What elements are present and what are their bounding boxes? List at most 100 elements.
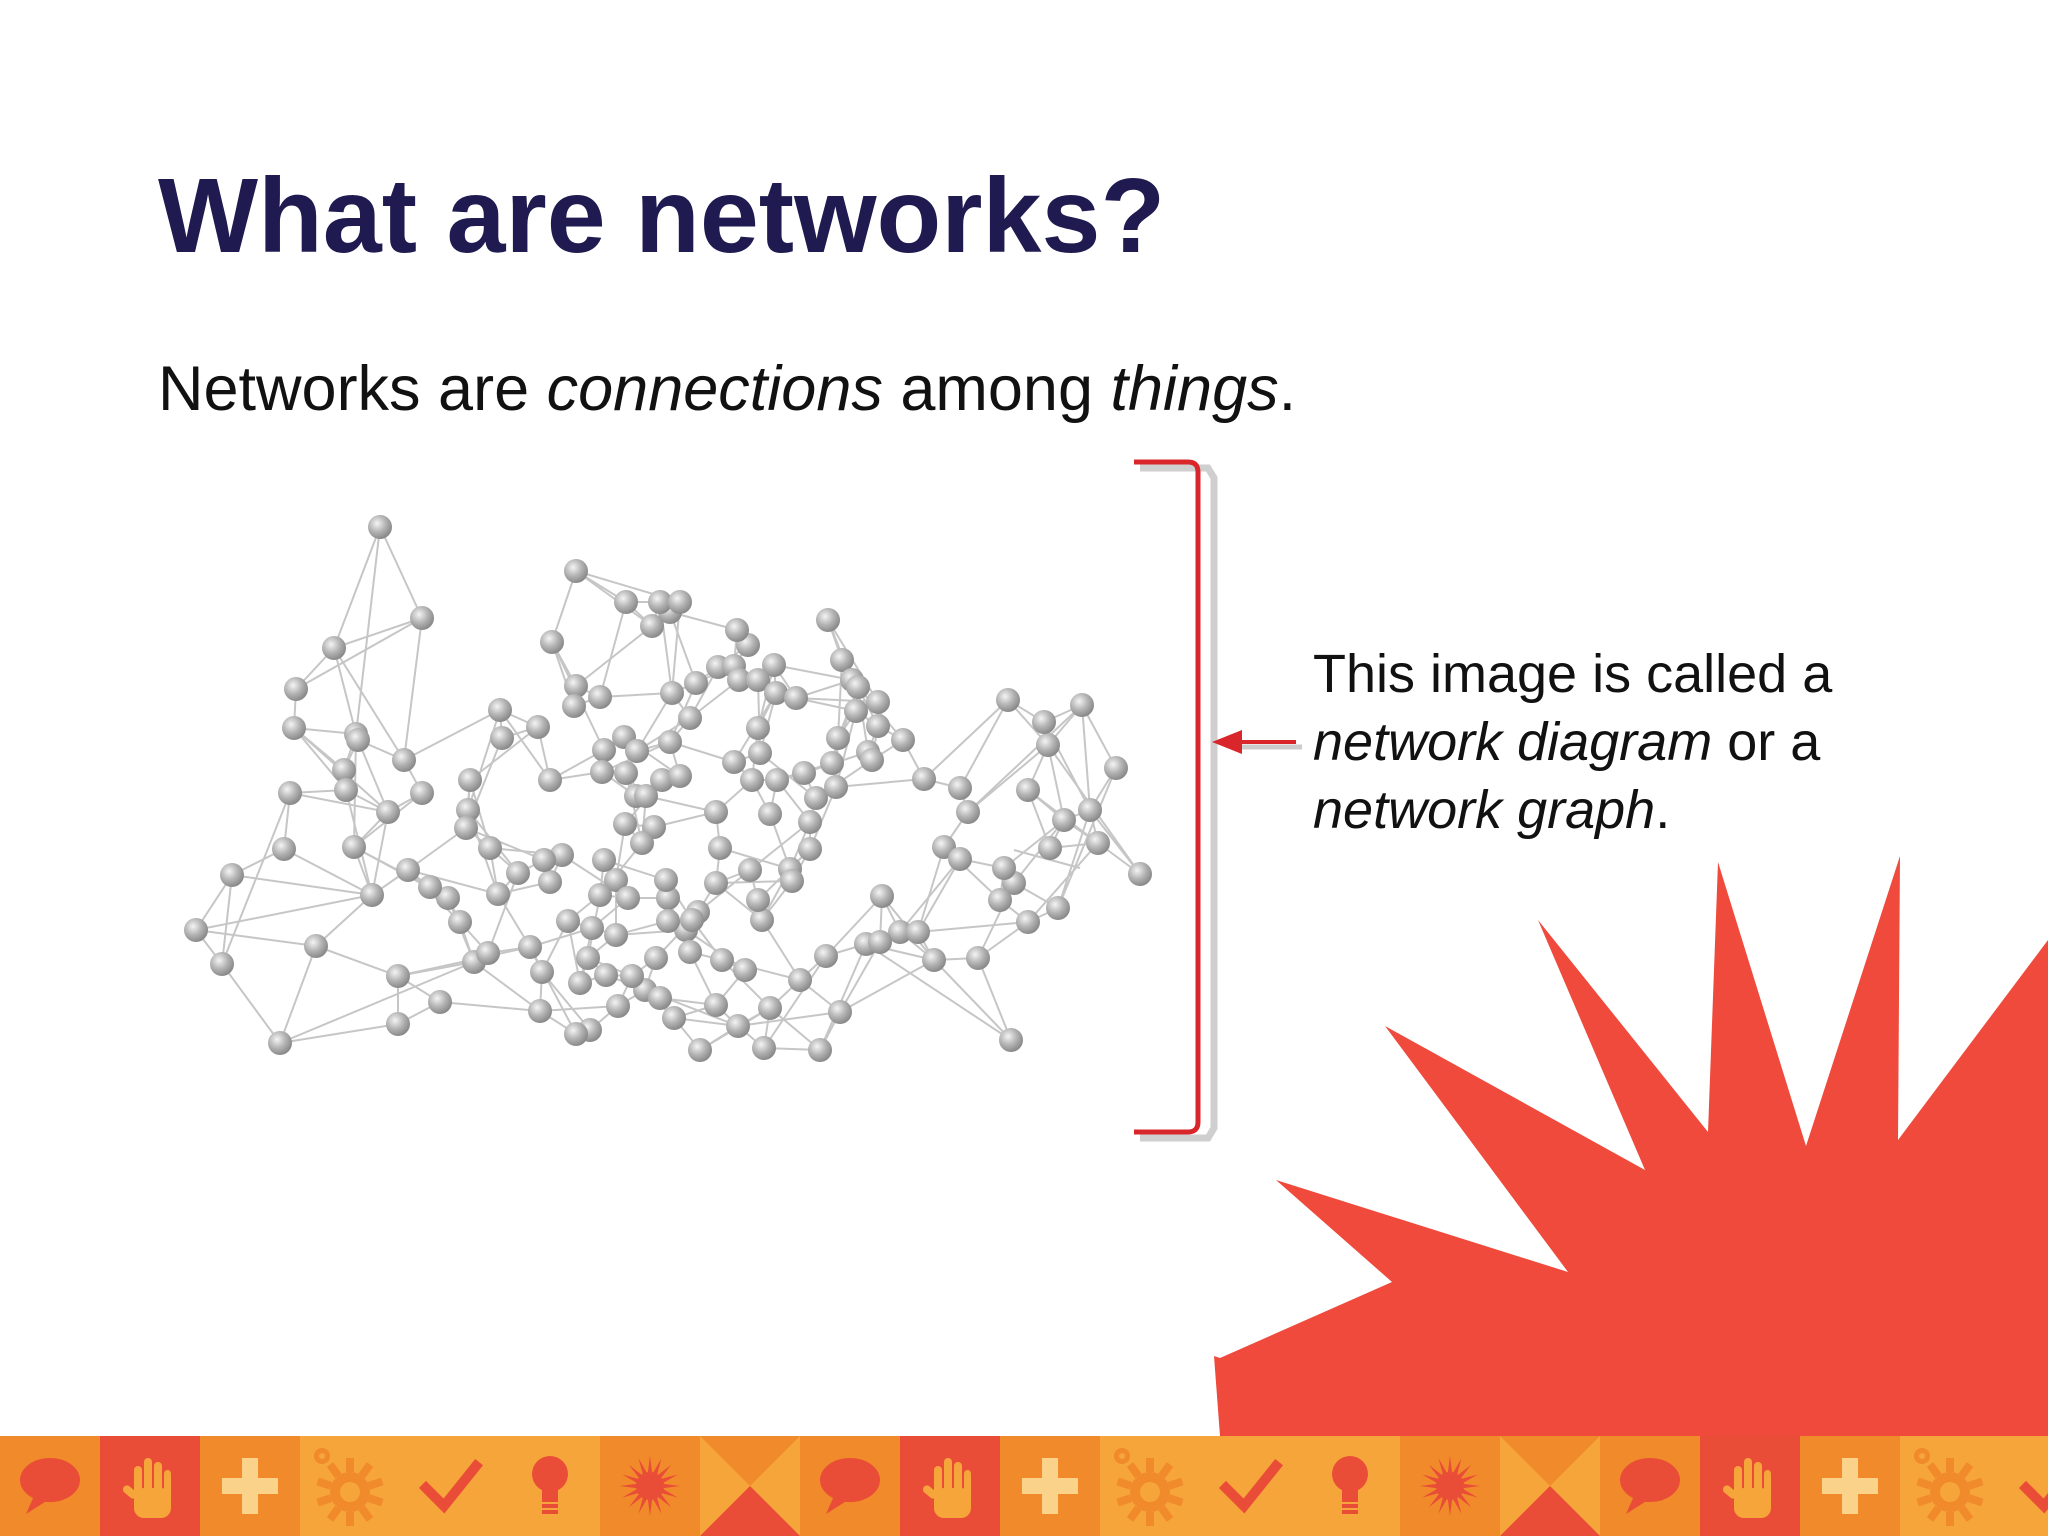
network-node xyxy=(830,648,854,672)
network-edge xyxy=(499,709,551,781)
network-edge xyxy=(835,778,925,788)
network-edge xyxy=(835,710,857,788)
network-node xyxy=(750,908,774,932)
network-node xyxy=(948,847,972,871)
decorative-icon-strip xyxy=(0,1436,2048,1536)
network-node xyxy=(526,715,550,739)
network-edge xyxy=(279,961,475,1044)
network-edge xyxy=(1081,704,1091,811)
network-node xyxy=(1036,733,1060,757)
network-edge xyxy=(933,959,1012,1041)
network-node xyxy=(912,767,936,791)
network-node xyxy=(684,671,708,695)
network-node xyxy=(210,952,234,976)
bracket xyxy=(1134,459,1201,1135)
network-node xyxy=(410,606,434,630)
network-node xyxy=(1046,896,1070,920)
bowtie-icon xyxy=(1500,1436,1600,1536)
network-node xyxy=(906,920,930,944)
network-node xyxy=(808,1038,832,1062)
network-node xyxy=(1070,693,1094,717)
network-node xyxy=(614,590,638,614)
network-node xyxy=(592,738,616,762)
network-node xyxy=(1016,910,1040,934)
network-edge xyxy=(977,957,1012,1041)
network-node xyxy=(804,786,828,810)
network-node xyxy=(346,728,370,752)
network-node xyxy=(792,761,816,785)
network-edge xyxy=(407,869,499,895)
network-edge xyxy=(541,971,591,1031)
network-node xyxy=(708,836,732,860)
network-node xyxy=(746,668,770,692)
network-edge xyxy=(1057,767,1117,909)
network-node xyxy=(648,590,672,614)
network-node xyxy=(650,768,674,792)
network-edge xyxy=(333,526,381,649)
network-node xyxy=(594,963,618,987)
network-node xyxy=(410,781,434,805)
network-edge xyxy=(669,611,697,684)
network-node xyxy=(966,946,990,970)
network-edge xyxy=(575,625,653,687)
network-edge xyxy=(825,895,883,957)
network-node xyxy=(392,748,416,772)
network-node xyxy=(784,686,808,710)
network-edge xyxy=(379,526,423,619)
gear-icon xyxy=(300,1436,400,1536)
network-edge xyxy=(195,894,373,931)
network-edge xyxy=(719,847,791,870)
network-node xyxy=(592,848,616,872)
network-node xyxy=(284,677,308,701)
network-edge xyxy=(279,1023,399,1044)
network-node xyxy=(648,986,672,1010)
network-node xyxy=(278,781,302,805)
network-node xyxy=(386,964,410,988)
network-node xyxy=(680,908,704,932)
callout-line-1: This image is called a xyxy=(1313,644,1833,704)
network-node xyxy=(490,726,514,750)
network-node xyxy=(988,888,1012,912)
network-node xyxy=(396,858,420,882)
network-node xyxy=(478,836,502,860)
network-edge xyxy=(773,664,853,681)
network-node xyxy=(826,726,850,750)
network-node xyxy=(476,941,500,965)
network-node xyxy=(999,1028,1023,1052)
network-node xyxy=(604,923,628,947)
network-node xyxy=(662,1006,686,1030)
network-edge xyxy=(839,959,935,1013)
network-node xyxy=(184,918,208,942)
bowtie-icon xyxy=(700,1436,800,1536)
network-node xyxy=(376,800,400,824)
network-edge xyxy=(599,601,627,698)
network-node xyxy=(1078,798,1102,822)
network-edge xyxy=(221,963,281,1044)
sunburst-icon xyxy=(1400,1436,1500,1536)
network-edge xyxy=(599,692,673,698)
network-edge xyxy=(473,961,541,1012)
network-node xyxy=(538,768,562,792)
network-node xyxy=(788,968,812,992)
network-edge xyxy=(315,894,373,947)
plus-icon xyxy=(200,1436,300,1536)
network-node xyxy=(630,831,654,855)
check-icon xyxy=(2000,1436,2048,1536)
network-node xyxy=(616,886,640,910)
network-edge xyxy=(397,961,475,977)
network-node xyxy=(456,798,480,822)
network-node xyxy=(556,909,580,933)
network-node xyxy=(660,681,684,705)
network-node xyxy=(368,515,392,539)
network-node xyxy=(614,761,638,785)
network-node xyxy=(562,694,586,718)
network-node xyxy=(1104,756,1128,780)
network-edge xyxy=(293,727,347,791)
network-node xyxy=(866,714,890,738)
network-node xyxy=(748,741,772,765)
network-node xyxy=(564,1022,588,1046)
network-node xyxy=(486,882,510,906)
network-node xyxy=(866,690,890,714)
